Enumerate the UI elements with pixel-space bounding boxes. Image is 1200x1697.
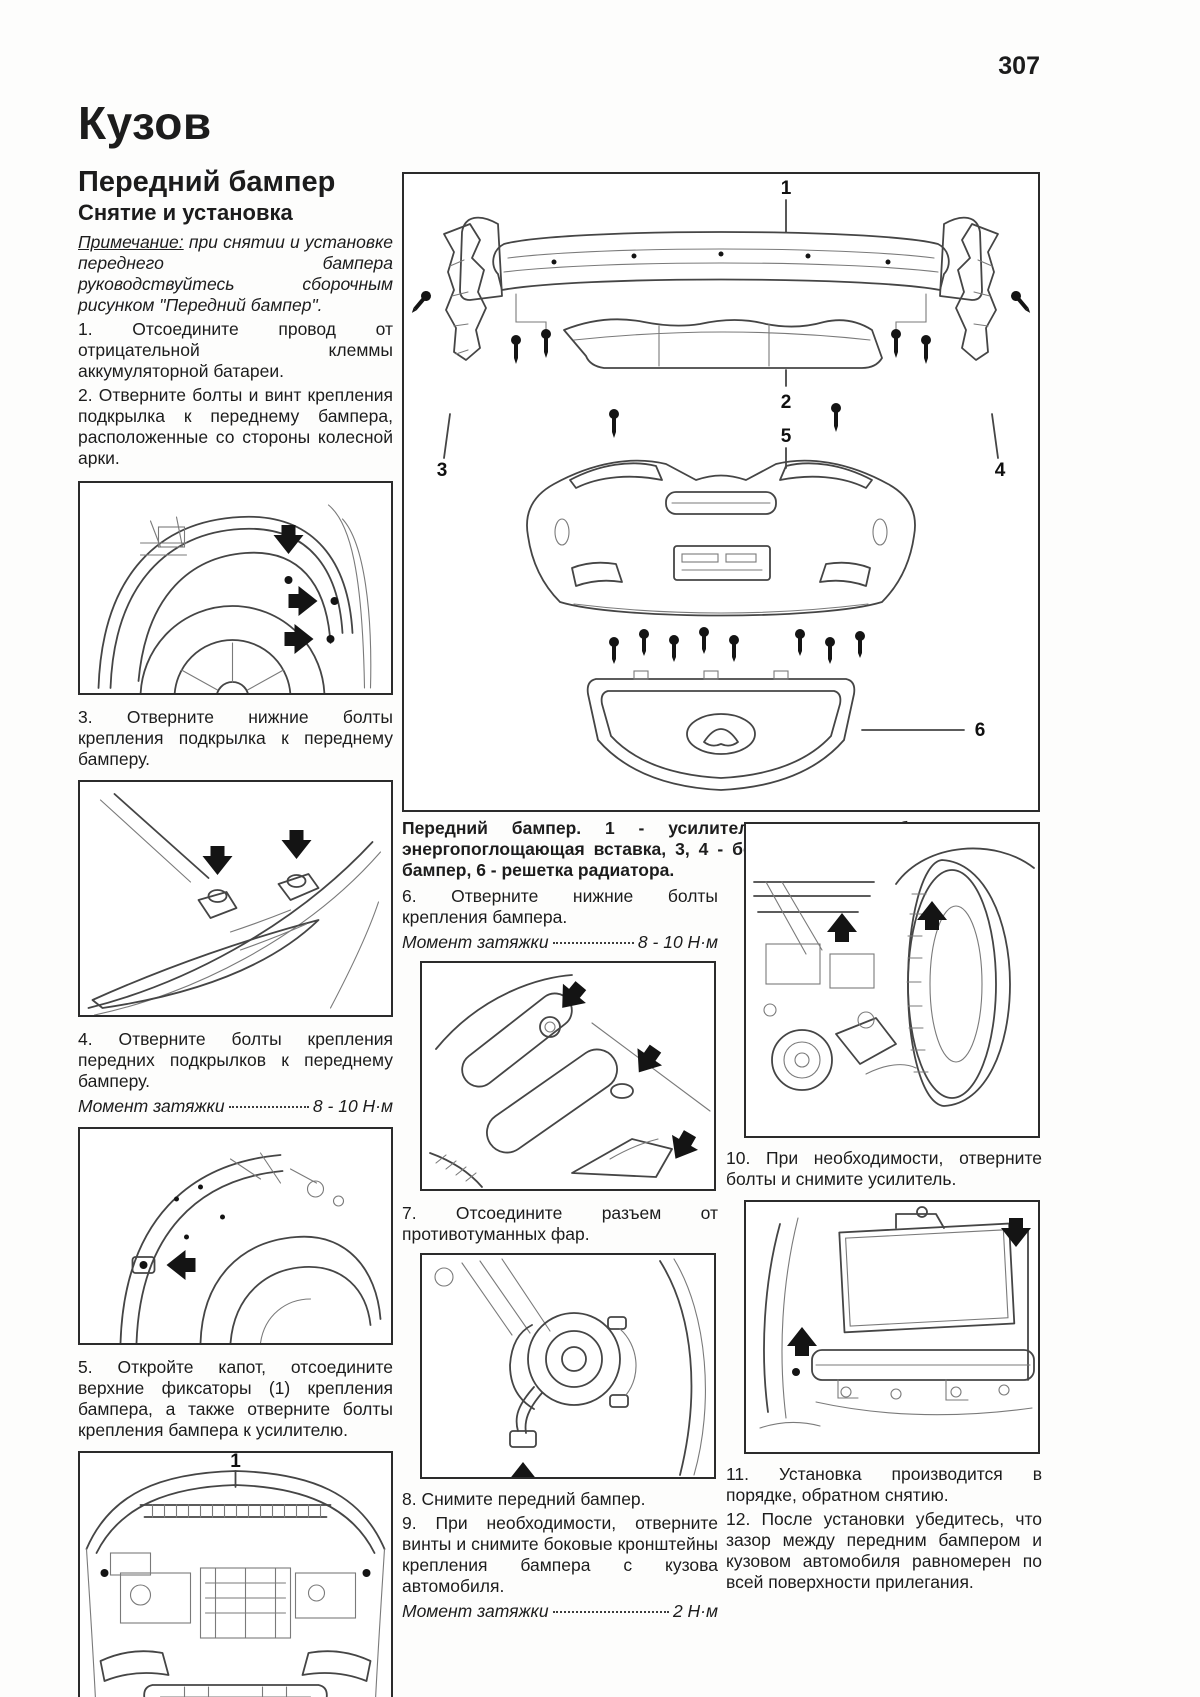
arrow-icon [917,901,947,930]
torque-value: 8 - 10 Н·м [637,932,718,952]
arrow-icon [273,525,304,554]
page-title: Кузов [78,97,212,149]
arrow-icon [511,1462,535,1477]
callout-label: 3 [437,460,448,481]
bolt-icon [891,329,901,358]
wheel-arch-drawing [97,504,372,693]
step-text: 5. Откройте капот, отсоедините верхние ф… [78,1357,393,1440]
callout-label: 4 [995,460,1006,481]
figure-exploded-bumper: 1 3 [402,172,1040,812]
fender-liner-drawing [119,1152,382,1343]
torque-value: 2 Н·м [672,1601,718,1621]
engine-bay-drawing: 1 [85,1453,386,1697]
torque-value: 8 - 10 Н·м [312,1096,393,1116]
section-subheading: Снятие и установка [78,200,293,225]
torque-label: Момент затяжки [402,1601,549,1621]
figure-bumper-lower-bolts [420,961,716,1191]
bolt-row [609,627,865,664]
arrow-icon [562,981,587,1008]
condenser-core [838,1222,1016,1334]
arrow-icon [284,624,314,654]
bolt-icon [511,335,521,364]
dot-leader [552,1611,669,1613]
front-bumper-part [526,459,916,617]
step-text: 1. Отсоедините провод от отрицательной к… [78,319,393,381]
underside-drawing [87,793,382,1015]
bolt-icon [831,403,841,432]
foglamp-drawing [434,1258,706,1477]
torque-line: Момент затяжки 2 Н·м [402,1600,718,1622]
arrow-icon [288,586,318,616]
step-text: 8. Снимите передний бампер. [402,1489,646,1509]
side-bracket-right-part: 4 [955,223,1031,481]
torque-label: Момент затяжки [402,932,549,952]
bolt-icon [609,409,619,438]
reinforcement-beam-part [459,216,983,301]
figure-underside-clips [78,780,393,1017]
left-column: Передний бампер Снятие и установка Приме… [78,166,393,1697]
callout-label: 6 [975,720,986,741]
step-text: 11. Установка производится в порядке, об… [726,1464,1042,1505]
torque-line: Момент затяжки 8 - 10 Н·м [402,931,718,953]
arrow-icon [166,1250,196,1280]
arrow-icon [1001,1218,1031,1247]
callout-label: 2 [781,392,792,413]
arrow-icon [202,846,233,875]
callout-label: 5 [781,426,792,447]
step-text: 4. Отверните болты крепления передних по… [78,1029,393,1091]
note-label: Примечание: [78,232,184,252]
arrow-icon [637,1044,663,1073]
step-text: 10. При необходимости, отверните болты и… [726,1148,1042,1189]
arrow-icon [672,1130,698,1159]
section-note: Примечание: при снятии и установке перед… [78,232,393,316]
energy-absorber-part: 2 [563,318,883,413]
callout-label: 1 [781,178,792,199]
arrow-icon [281,830,312,859]
reinforcement-bolts-drawing [753,847,1035,1107]
figure-reinforcement-bolts [744,822,1040,1138]
step-text: 6. Отверните нижние болты крепления бамп… [402,886,718,927]
radiator-grille-part: 6 [586,670,986,791]
torque-line: Момент затяжки 8 - 10 Н·м [78,1095,393,1117]
dot-leader [552,942,634,944]
bumper-lower-bolts-drawing [429,974,711,1188]
section-heading: Передний бампер [78,166,336,198]
arrow-icon [787,1327,817,1356]
figure-engine-bay: 1 [78,1451,393,1697]
bolt-icon [541,329,551,358]
note-text: при снятии и установке переднего бампера… [78,232,393,315]
exploded-bumper-drawing: 1 3 [411,178,1031,791]
figure-condenser-beam [744,1200,1040,1454]
condenser-beam-drawing [759,1206,1035,1429]
callout-label: 1 [230,1453,241,1472]
figure-fender-liner [78,1127,393,1345]
bolt-icon [921,335,931,364]
side-bracket-left-part: 3 [411,223,487,481]
middle-column: 6. Отверните нижние болты крепления бамп… [402,886,718,1625]
torque-label: Момент затяжки [78,1096,225,1116]
page-number: 307 [998,52,1040,80]
step-text: 3. Отверните нижние болты крепления подк… [78,707,393,769]
right-column: 10. При необходимости, отверните болты и… [726,822,1042,1596]
figure-wheel-arch-bolts [78,481,393,695]
step-text: 9. При необходимости, отверните винты и … [402,1513,718,1596]
step-text: 12. После установки убедитесь, что зазор… [726,1509,1042,1592]
arrow-icon [827,913,857,942]
figure-foglamp-connector [420,1253,716,1479]
dot-leader [228,1106,309,1108]
step-text: 7. Отсоедините разъем от противотуманных… [402,1203,718,1244]
step-text: 2. Отверните болты и винт крепления подк… [78,385,393,468]
